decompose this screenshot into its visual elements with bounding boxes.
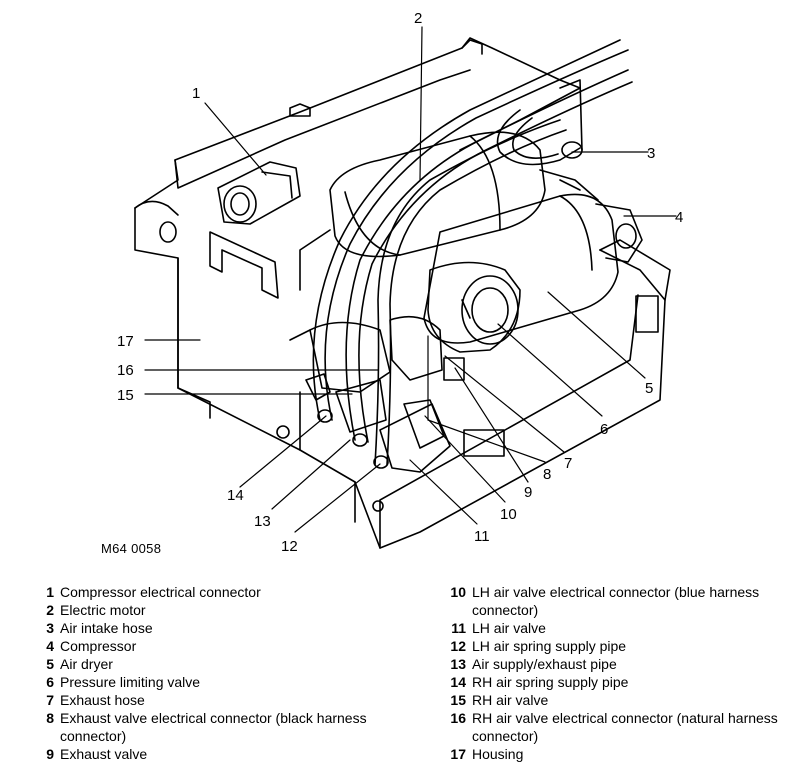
legend-number: 7	[46, 692, 54, 708]
legend-item-9: 9 Exhaust valve	[38, 745, 418, 763]
legend-number: 14	[450, 674, 466, 690]
legend-item-14: 14 RH air spring supply pipe	[450, 673, 785, 691]
legend-number: 2	[46, 602, 54, 618]
legend-item-7: 7 Exhaust hose	[38, 691, 418, 709]
legend-item-6: 6 Pressure limiting valve	[38, 673, 418, 691]
housing-drawing	[134, 37, 671, 549]
callout-3: 3	[647, 145, 655, 162]
pipes-drawing	[312, 39, 633, 469]
legend-text: Air supply/exhaust pipe	[472, 656, 617, 672]
legend-right-column: 10 LH air valve electrical connector (blu…	[450, 583, 785, 763]
legend-number: 3	[46, 620, 54, 636]
legend-text: Compressor electrical connector	[60, 584, 261, 600]
legend-number: 6	[46, 674, 54, 690]
callout-10: 10	[500, 506, 517, 523]
legend-item-16: 16 RH air valve electrical connector (nat…	[450, 709, 785, 745]
pressure-valve-drawing	[427, 261, 521, 353]
legend-text: Exhaust hose	[60, 692, 145, 708]
legend-item-1: 1 Compressor electrical connector	[38, 583, 418, 601]
lower-valves-drawing	[289, 315, 465, 473]
legend-number: 8	[46, 710, 54, 726]
legend-text: Compressor	[60, 638, 137, 654]
callout-13: 13	[254, 513, 271, 530]
callout-4: 4	[675, 209, 683, 226]
legend-item-15: 15 RH air valve	[450, 691, 785, 709]
legend-text: LH air valve electrical connector (blue …	[472, 584, 760, 618]
callout-9: 9	[524, 484, 532, 501]
legend-item-12: 12 LH air spring supply pipe	[450, 637, 785, 655]
legend-text: Pressure limiting valve	[60, 674, 201, 690]
legend-number: 10	[450, 584, 466, 600]
callout-7: 7	[564, 455, 572, 472]
compressor-connector-drawing	[217, 161, 301, 225]
callout-12: 12	[281, 538, 298, 555]
legend-text: Housing	[472, 746, 524, 762]
legend-number: 11	[451, 620, 466, 636]
legend-text: RH air spring supply pipe	[472, 674, 629, 690]
callout-14: 14	[227, 487, 244, 504]
legend-number: 15	[450, 692, 466, 708]
legend-item-8: 8 Exhaust valve electrical connector (bla…	[38, 709, 418, 745]
callout-labels: 1 2 3 4 5 6 7 8 9 10 11 12 13 14 15 16 1…	[117, 10, 683, 555]
legend-item-2: 2 Electric motor	[38, 601, 418, 619]
callout-11: 11	[474, 528, 490, 545]
legend-left-column: 1 Compressor electrical connector 2 Electr…	[38, 583, 418, 763]
legend-text: Electric motor	[60, 602, 146, 618]
legend-text: RH air valve electrical connector (natur…	[472, 710, 778, 744]
legend-text: Air dryer	[60, 656, 113, 672]
callout-15: 15	[117, 387, 134, 404]
callout-1: 1	[192, 85, 200, 102]
callout-6: 6	[600, 421, 608, 438]
legend-item-13: 13 Air supply/exhaust pipe	[450, 655, 785, 673]
callout-8: 8	[543, 466, 551, 483]
callout-16: 16	[117, 362, 134, 379]
legend-number: 12	[450, 638, 466, 654]
legend-item-3: 3 Air intake hose	[38, 619, 418, 637]
callout-5: 5	[645, 380, 653, 397]
legend-text: LH air spring supply pipe	[472, 638, 627, 654]
legend-number: 9	[46, 746, 54, 762]
legend-item-11: 11 LH air valve	[450, 619, 785, 637]
compressor-body-drawing	[423, 169, 643, 344]
legend-item-17: 17 Housing	[450, 745, 785, 763]
legend-text: RH air valve	[472, 692, 549, 708]
legend-number: 13	[450, 656, 466, 672]
legend-number: 16	[450, 710, 466, 726]
legend-item-5: 5 Air dryer	[38, 655, 418, 673]
leader-lines	[144, 26, 677, 533]
legend-text: Exhaust valve	[60, 746, 148, 762]
legend-item-4: 4 Compressor	[38, 637, 418, 655]
legend-number: 17	[450, 746, 466, 762]
legend-text: Air intake hose	[60, 620, 153, 636]
legend-text: Exhaust valve electrical connector (blac…	[60, 710, 367, 744]
callout-2: 2	[414, 10, 422, 27]
legend-number: 5	[46, 656, 54, 672]
legend-number: 4	[46, 638, 54, 654]
legend-text: LH air valve	[472, 620, 546, 636]
figure-code: M64 0058	[101, 541, 162, 556]
legend-number: 1	[46, 584, 54, 600]
legend-item-10: 10 LH air valve electrical connector (blu…	[450, 583, 785, 619]
compressor-assembly-diagram: 1 2 3 4 5 6 7 8 9 10 11 12 13 14 15 16 1…	[117, 10, 683, 555]
callout-17: 17	[117, 333, 134, 350]
